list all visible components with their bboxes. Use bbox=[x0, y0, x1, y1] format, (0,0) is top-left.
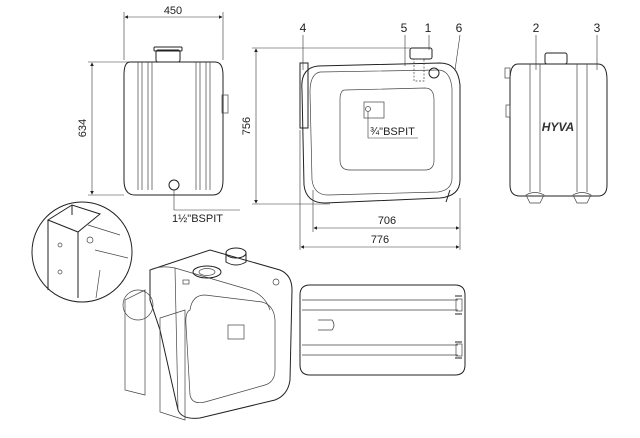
isometric-view bbox=[122, 247, 293, 421]
callout-1: 1 bbox=[425, 21, 432, 35]
dimension-inner-length: 706 bbox=[378, 215, 396, 227]
bottom-view bbox=[299, 284, 466, 376]
return-port-label: ¾"BSPIT bbox=[370, 126, 415, 138]
dimension-height-side: 634 bbox=[77, 119, 89, 137]
dimension-overall-length: 776 bbox=[371, 234, 389, 246]
side-view: 450 634 1½"BSPIT bbox=[77, 5, 240, 225]
callout-2: 2 bbox=[533, 21, 540, 35]
front-view: ¾"BSPIT 4 5 1 6 756 706 776 bbox=[241, 21, 463, 250]
dimension-width: 450 bbox=[164, 5, 182, 17]
bracket-detail bbox=[31, 201, 133, 303]
dimension-height-front: 756 bbox=[241, 117, 253, 135]
brand-logo: HYVA bbox=[542, 120, 574, 134]
back-view: HYVA 2 3 bbox=[504, 21, 608, 204]
callout-3: 3 bbox=[594, 21, 601, 35]
callout-5: 5 bbox=[401, 21, 408, 35]
callout-6: 6 bbox=[456, 21, 463, 35]
callout-4: 4 bbox=[300, 21, 307, 35]
drain-port-label: 1½"BSPIT bbox=[172, 213, 223, 225]
